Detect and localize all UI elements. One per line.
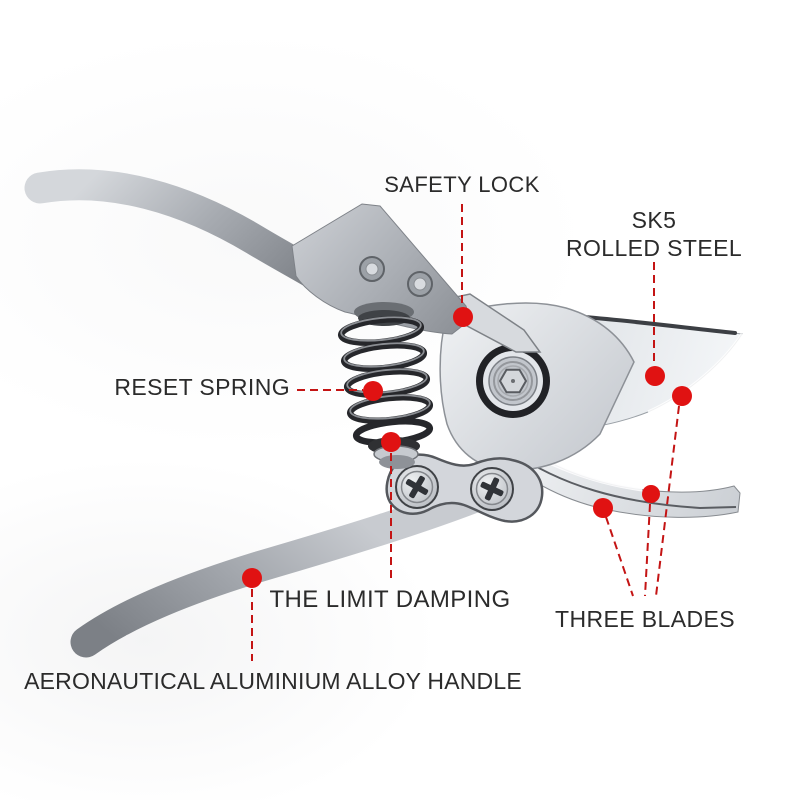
label-aluminium-handle: AERONAUTICAL ALUMINIUM ALLOY HANDLE — [24, 668, 522, 694]
label-limit-damping: THE LIMIT DAMPING — [269, 586, 511, 613]
lower-handle — [70, 472, 514, 658]
linkage-plate — [385, 453, 544, 523]
label-safety-lock: SAFETY LOCK — [384, 172, 540, 197]
callout-dot-limit-damping — [381, 432, 401, 452]
callout-line-blade-1 — [655, 405, 680, 597]
phillips-screw — [470, 467, 514, 511]
callout-dot-safety-lock — [453, 307, 473, 327]
pivot-bolt — [476, 344, 550, 418]
callout-dot-reset-spring — [363, 381, 383, 401]
label-sk5-line2: ROLLED STEEL — [565, 235, 743, 261]
callout-line-blade-2 — [644, 503, 651, 597]
label-three-blades: THREE BLADES — [555, 606, 735, 632]
label-sk5-rolled-steel: SK5 ROLLED STEEL — [566, 206, 742, 262]
callout-line-blade-3 — [605, 516, 634, 597]
callout-dot-handle — [242, 568, 262, 588]
cutting-edge-highlight — [647, 333, 744, 414]
callout-dot-blade-3 — [593, 498, 613, 518]
label-reset-spring: RESET SPRING — [114, 374, 290, 400]
callout-dot-blade-2 — [642, 485, 660, 503]
label-sk5-line1: SK5 — [631, 207, 677, 233]
callout-dot-blade-1 — [672, 386, 692, 406]
phillips-screw — [395, 465, 439, 509]
callout-dot-sk5 — [645, 366, 665, 386]
